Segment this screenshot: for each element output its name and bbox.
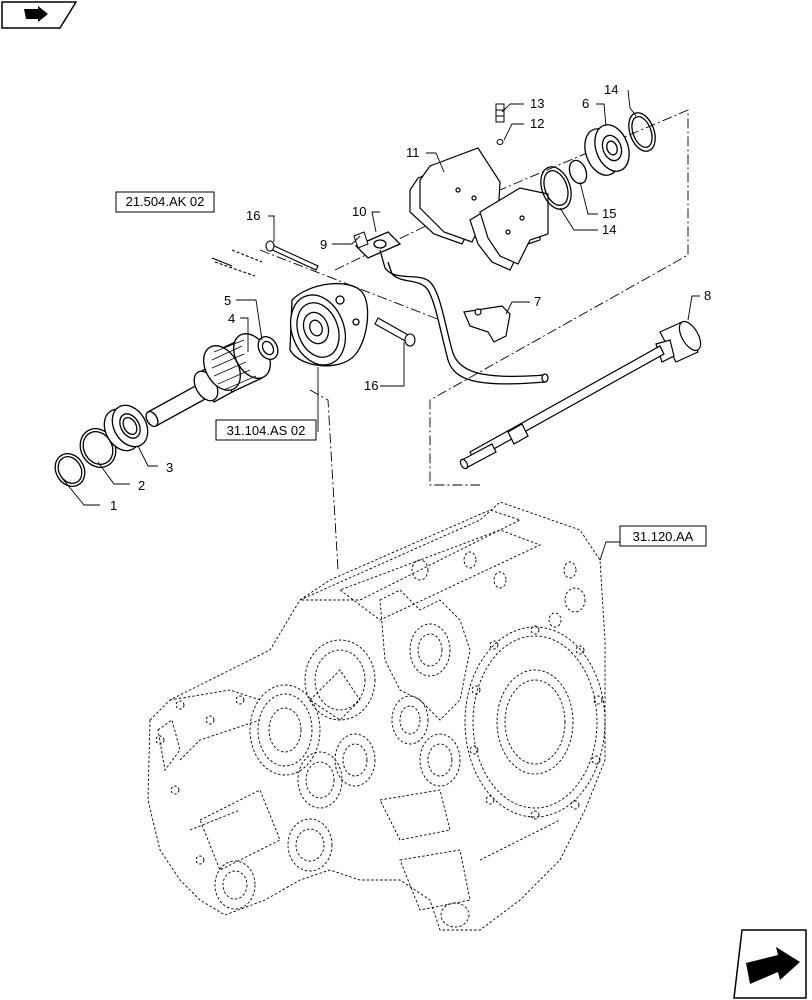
callout-numbers: 1 2 3 4 5 6 7 8 9 10 11 12 13 14 14 15 1… <box>110 82 711 513</box>
fitting-part-9 <box>353 231 369 249</box>
callout-6: 6 <box>582 96 589 111</box>
reference-label: 21.504.AK 02 <box>126 194 205 209</box>
shaft-part-8 <box>459 320 702 470</box>
plate-part-11 <box>409 147 549 271</box>
callout-10: 10 <box>352 204 366 219</box>
circlip-part-14-right <box>628 112 656 152</box>
bearing-part-5 <box>257 336 279 360</box>
reference-label: 31.104.AS 02 <box>227 423 306 438</box>
bolt-part-16-lower <box>374 317 416 347</box>
washer-part-12 <box>496 139 504 145</box>
reference-label: 31.120.AA <box>633 529 694 544</box>
transmission-housing <box>147 501 606 931</box>
previous-page-arrow-icon <box>24 6 48 22</box>
callout-11: 11 <box>406 145 420 160</box>
callout-3: 3 <box>166 460 173 475</box>
callout-2: 2 <box>138 478 145 493</box>
callout-9: 9 <box>320 237 327 252</box>
callout-8: 8 <box>704 288 711 303</box>
callout-1: 1 <box>110 498 117 513</box>
callout-16-bottom: 16 <box>364 378 378 393</box>
circlip-part-15 <box>568 159 588 185</box>
bracket-part-7 <box>463 305 511 343</box>
pipe-part-10 <box>354 231 549 385</box>
reference-box-31-104[interactable]: 31.104.AS 02 <box>215 419 317 441</box>
next-page-button[interactable] <box>733 929 807 999</box>
previous-page-button[interactable] <box>1 1 78 29</box>
circlip-part-14-left <box>540 166 572 210</box>
pump-housing-assembly <box>289 282 369 367</box>
next-page-arrow-icon <box>746 947 800 984</box>
callout-14-bottom: 14 <box>602 222 616 237</box>
screw-part-13 <box>495 103 505 123</box>
callout-16-top: 16 <box>246 208 260 223</box>
callout-5: 5 <box>224 293 231 308</box>
bearing-part-3 <box>103 404 149 452</box>
leader-lines <box>61 89 700 561</box>
bearing-part-6 <box>584 124 630 176</box>
callout-12: 12 <box>530 116 544 131</box>
gear-shaft-part-4 <box>145 333 271 428</box>
bolt-part-16-upper <box>211 240 319 277</box>
callout-4: 4 <box>228 311 235 326</box>
reference-box-21-504[interactable]: 21.504.AK 02 <box>115 191 215 213</box>
callout-15: 15 <box>602 206 616 221</box>
reference-box-31-120[interactable]: 31.120.AA <box>619 525 707 547</box>
callout-13: 13 <box>530 96 544 111</box>
callout-14-top: 14 <box>604 82 618 97</box>
callout-7: 7 <box>534 294 541 309</box>
circlip-part-1 <box>54 453 86 487</box>
